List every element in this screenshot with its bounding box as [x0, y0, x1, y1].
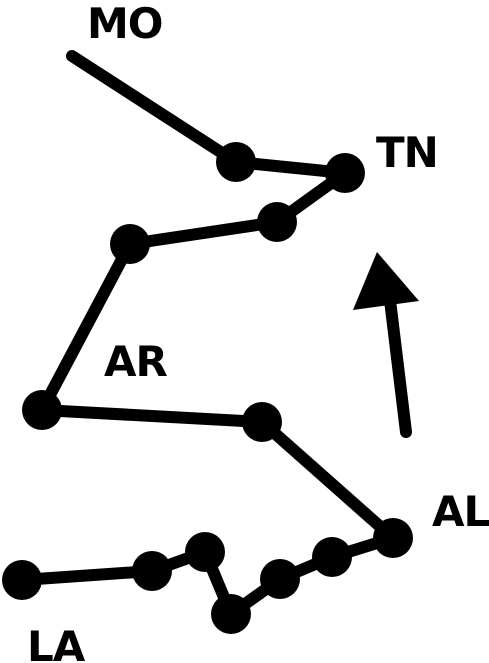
stop-marker [2, 560, 42, 600]
stop-marker [216, 142, 256, 182]
stop-marker [110, 224, 150, 264]
label-la: LA [27, 622, 86, 663]
route-line [16, 50, 399, 620]
stop-marker [325, 153, 365, 193]
stop-marker [312, 537, 352, 577]
stop-marker [22, 390, 62, 430]
arrow-shaft [383, 286, 412, 438]
stop-marker [242, 402, 282, 442]
label-ar: AR [104, 337, 168, 386]
stop-marker [373, 518, 413, 558]
direction-arrow-icon [353, 252, 419, 438]
label-al: AL [432, 487, 489, 536]
stop-marker [132, 551, 172, 591]
stop-markers [2, 142, 413, 634]
stop-marker [260, 559, 300, 599]
label-tn: TN [376, 128, 438, 177]
arrow-head [353, 252, 419, 310]
stop-marker [185, 532, 225, 572]
stop-marker [257, 202, 297, 242]
stop-marker [211, 594, 251, 634]
label-mo: MO [87, 0, 163, 48]
